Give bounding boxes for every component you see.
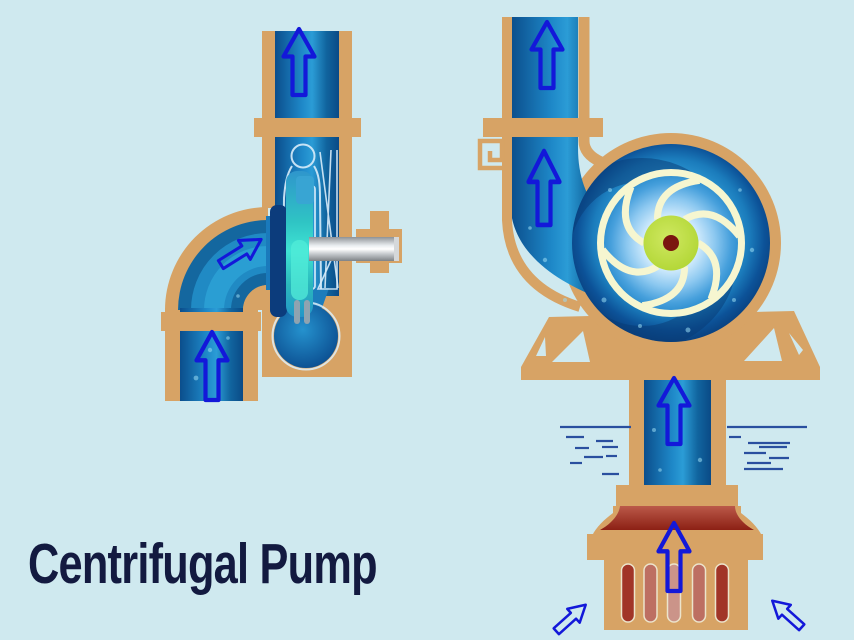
priming-hook-fitting — [477, 138, 507, 171]
flow-arrow-diagonal-icon — [764, 592, 810, 636]
discharge-flange — [254, 118, 361, 137]
left-pump-speckles — [193, 294, 240, 381]
left-flanges — [161, 118, 361, 331]
impeller-side-view — [270, 171, 314, 324]
suction-flange — [161, 312, 261, 331]
impeller-blades — [599, 176, 743, 310]
left-pump-side-view — [161, 29, 402, 401]
strainer — [604, 560, 748, 630]
flow-arrow-diagonal-icon — [548, 596, 594, 640]
diagram-title: Centrifugal Pump — [28, 532, 378, 596]
suction-pipe — [629, 380, 726, 486]
right-pump-cutaway — [477, 17, 820, 640]
water-surface-lines — [560, 425, 807, 476]
impeller-axle — [663, 235, 679, 251]
impeller — [597, 169, 745, 317]
foot-valve — [587, 485, 763, 560]
volute-bottom-bulb — [274, 304, 338, 368]
drive-shaft — [309, 237, 399, 261]
discharge-flange — [483, 118, 603, 137]
volute-speckles — [528, 188, 755, 333]
left-suction-elbow — [178, 220, 269, 401]
